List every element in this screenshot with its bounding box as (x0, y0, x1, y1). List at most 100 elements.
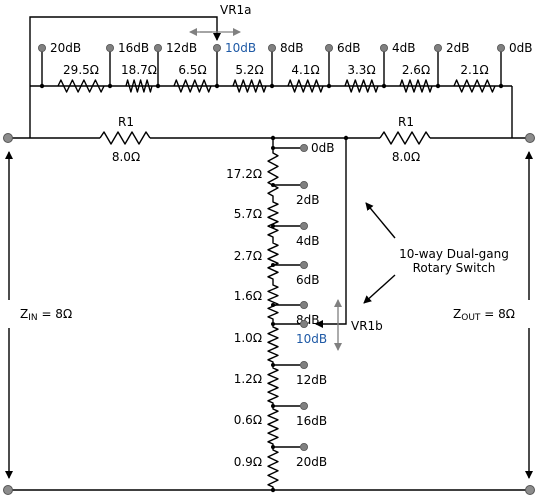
vr1b-label: VR1b (351, 319, 383, 333)
top-tap-junction-4dB (381, 83, 387, 89)
top-tap-label-12dB: 12dB (166, 41, 197, 55)
top-resistor-value-1: 29.5Ω (63, 63, 99, 77)
top-tap-junction-8dB (269, 83, 275, 89)
shunt-resistor-value-3: 2.7Ω (234, 249, 262, 263)
shunt-resistor-value-8: 0.9Ω (234, 455, 262, 469)
input-terminal-bottom (3, 485, 13, 495)
shunt-tap-junction-6dB (271, 263, 275, 267)
r1-right-name: R1 (398, 115, 414, 129)
top-tap-junction-0dB (498, 83, 504, 89)
shunt-tap-junction-2dB (271, 183, 275, 187)
top-tap-label-10dB: 10dB (225, 41, 256, 55)
switch-note-line2: Rotary Switch (413, 261, 496, 275)
top-tap-label-20dB: 20dB (50, 41, 81, 55)
top-tap-contact-20dB (38, 44, 47, 53)
top-tap-label-16dB: 16dB (118, 41, 149, 55)
top-tap-contact-16dB (106, 44, 115, 53)
shunt-tap-contact-16dB (299, 401, 308, 410)
shunt-resistor-7 (267, 406, 279, 447)
shunt-tap-contact-2dB (299, 180, 308, 189)
top-resistor-value-2: 18.7Ω (121, 63, 157, 77)
top-resistor-5 (287, 79, 324, 93)
r1-left-resistor (99, 131, 151, 145)
shunt-tap-contact-8dB (299, 300, 308, 309)
shunt-tap-contact-6dB (299, 260, 308, 269)
top-tap-junction-20dB (39, 83, 45, 89)
shunt-resistor-value-1: 17.2Ω (226, 167, 262, 181)
shunt-tap-contact-12dB (299, 360, 308, 369)
shunt-tap-contact-20dB (299, 442, 308, 451)
r1-left-value: 8.0Ω (112, 150, 140, 164)
shunt-resistor-6 (267, 365, 279, 406)
shunt-resistor-chain: 17.2Ω5.7Ω2.7Ω1.6Ω1.0Ω1.2Ω0.6Ω0.9Ω (226, 138, 279, 490)
top-resistor-value-7: 2.6Ω (402, 63, 430, 77)
shunt-tap-contact-0dB (299, 143, 308, 152)
switch-note-line1: 10-way Dual-gang (399, 247, 509, 261)
top-resistor-1 (57, 79, 105, 93)
shunt-tap-junction-0dB (271, 146, 275, 150)
shunt-tap-junction-4dB (271, 224, 275, 228)
shunt-tap-label-12dB: 12dB (296, 373, 327, 387)
shunt-tap-label-16dB: 16dB (296, 414, 327, 428)
shunt-tap-junction-12dB (271, 363, 275, 367)
shunt-ladder-network: 17.2Ω5.7Ω2.7Ω1.6Ω1.0Ω1.2Ω0.6Ω0.9Ω 0dB2dB… (226, 138, 383, 490)
shunt-resistor-8 (267, 447, 279, 490)
shunt-tap-junction-8dB (271, 303, 275, 307)
r1-right-value: 8.0Ω (392, 150, 420, 164)
shunt-resistor-value-4: 1.6Ω (234, 289, 262, 303)
top-resistor-value-5: 4.1Ω (291, 63, 319, 77)
top-tap-contact-12dB (153, 44, 162, 53)
top-tap-contact-6dB (324, 44, 333, 53)
shunt-tap-junction-16dB (271, 404, 275, 408)
switch-note-arrow-up (365, 202, 396, 239)
top-resistor-8 (453, 79, 496, 93)
top-resistor-6 (344, 79, 379, 93)
shunt-resistor-value-7: 0.6Ω (234, 413, 262, 427)
top-tap-contact-2dB (433, 44, 442, 53)
ground-junction-dot (270, 487, 276, 493)
shunt-resistor-5 (267, 324, 279, 365)
top-resistor-4 (232, 79, 267, 93)
vr1a-label: VR1a (220, 3, 252, 17)
top-resistor-7 (399, 79, 433, 93)
shunt-resistor-3 (267, 240, 279, 282)
top-resistor-value-4: 5.2Ω (235, 63, 263, 77)
top-tap-contact-4dB (379, 44, 388, 53)
top-tap-junction-16dB (107, 83, 113, 89)
top-tap-label-2dB: 2dB (446, 41, 469, 55)
switch-note-arrow-down (363, 274, 396, 304)
top-tap-junction-10dB (214, 83, 220, 89)
top-tap-label-4dB: 4dB (392, 41, 415, 55)
shunt-tap-label-4dB: 4dB (296, 234, 319, 248)
top-tap-junction-12dB (155, 83, 161, 89)
top-resistor-3 (173, 79, 212, 93)
top-tap-label-8dB: 8dB (280, 41, 303, 55)
top-resistor-value-8: 2.1Ω (460, 63, 488, 77)
r1-right-resistor (379, 131, 431, 145)
shunt-resistor-value-6: 1.2Ω (234, 372, 262, 386)
vr1a-wiper-wire (29, 16, 221, 86)
top-tap-contact-10dB (212, 44, 221, 53)
top-resistor-value-3: 6.5Ω (178, 63, 206, 77)
shunt-tap-label-0dB: 0dB (311, 141, 334, 155)
top-tap-contact-0dB (496, 44, 505, 53)
input-terminal-top (3, 133, 13, 143)
zout-label: ZOUT = 8Ω (453, 307, 515, 323)
shunt-resistor-4 (267, 282, 279, 322)
output-terminal-bottom (525, 485, 535, 495)
shunt-tap-label-2dB: 2dB (296, 193, 319, 207)
shunt-tap-label-6dB: 6dB (296, 273, 319, 287)
top-tap-label-6dB: 6dB (337, 41, 360, 55)
vr1b-wiper-wire (315, 138, 347, 328)
shunt-tap-junction-10dB (271, 322, 275, 326)
shunt-tap-label-10dB: 10dB (296, 332, 327, 346)
shunt-resistor-2 (267, 199, 279, 240)
shunt-resistor-value-2: 5.7Ω (234, 207, 262, 221)
top-resistor-2 (125, 79, 153, 93)
output-terminal-top (525, 133, 535, 143)
